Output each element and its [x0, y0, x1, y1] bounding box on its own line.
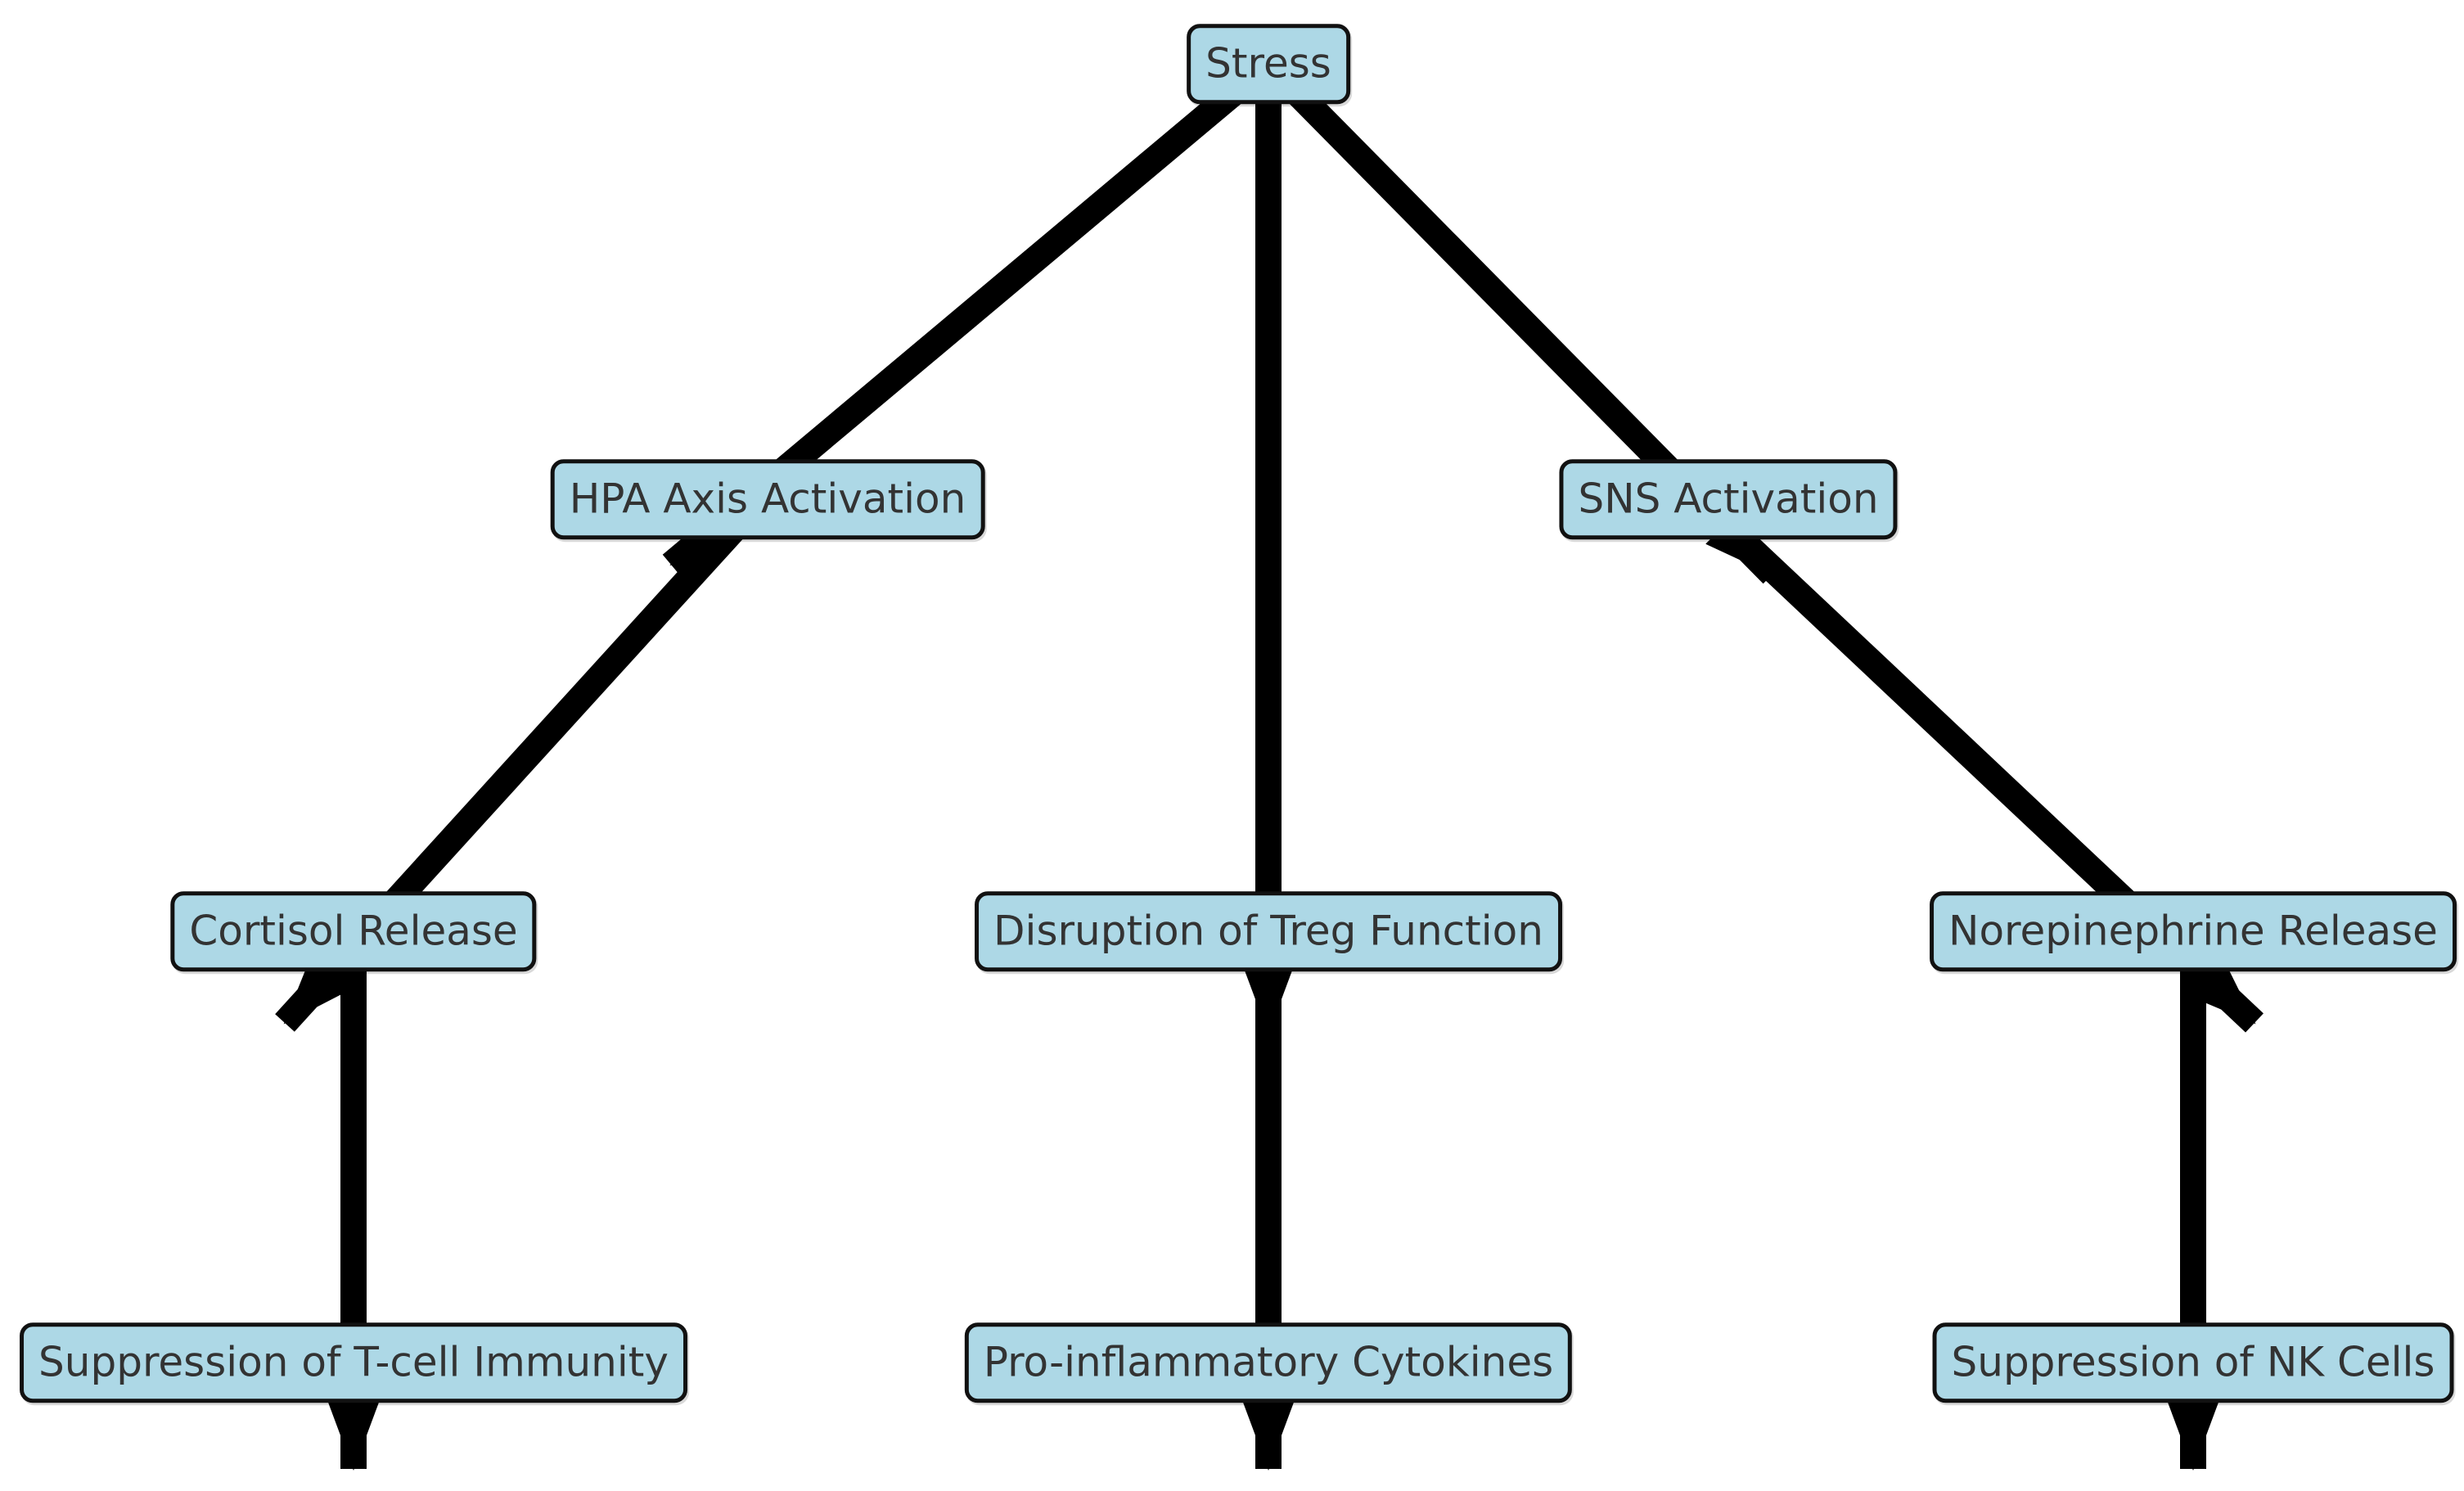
node-treg: Disruption of Treg Function [975, 891, 1562, 971]
node-tcell: Suppression of T-cell Immunity [20, 1322, 687, 1403]
node-stress: Stress [1187, 24, 1350, 104]
node-nk: Suppression of NK Cells [1932, 1322, 2454, 1403]
node-cytokines: Pro-inflammatory Cytokines [964, 1322, 1573, 1403]
node-hpa: HPA Axis Activation [550, 459, 985, 539]
node-sns: SNS Activation [1559, 459, 1898, 539]
node-cortisol: Cortisol Release [170, 891, 537, 971]
node-norepinephrine: Norepinephrine Release [1930, 891, 2457, 971]
edge-group [275, 53, 2264, 1471]
